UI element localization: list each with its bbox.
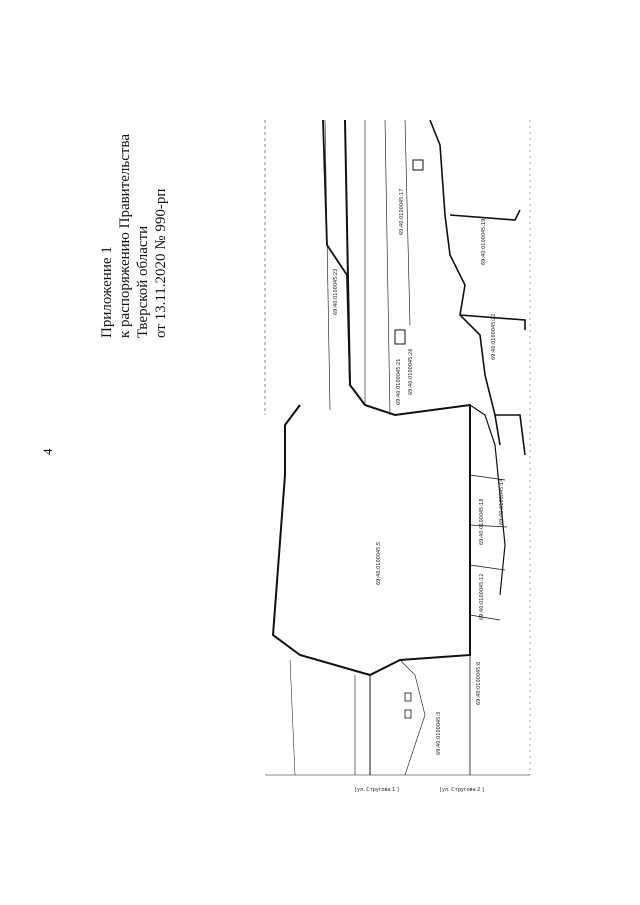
building-outline (404, 692, 412, 702)
parcel-label: 69:40:0100045:12 (479, 574, 485, 620)
parcel-label: 69:40:0100045:6 (476, 662, 482, 705)
page-number: 4 (40, 448, 55, 456)
header-line-4: от 13.11.2020 № 990-рп (153, 188, 169, 338)
parcel-label: 69:40:0100045:18 (479, 499, 485, 545)
road-line (399, 659, 426, 776)
parcel-divider (469, 614, 501, 621)
road-line (384, 119, 391, 416)
edge-label: [ул. Стругова 1 ] (355, 787, 399, 793)
parcel-label: 69:40:0100045:23 (333, 269, 339, 315)
building-outline (404, 709, 412, 719)
road-line (289, 659, 296, 776)
parcel-outline-right (495, 414, 526, 456)
parcel-label: 69:40:0100045:19 (481, 219, 487, 265)
header-line-1: Приложение 1 (99, 246, 115, 338)
road-line (324, 119, 331, 411)
parcel-divider (469, 564, 506, 571)
header-line-3: Тверской области (135, 225, 151, 338)
parcel-outline-right (459, 314, 526, 330)
parcel-divider (469, 474, 506, 481)
appendix-header: Приложение 1 к распоряжению Правительств… (98, 78, 170, 338)
edge-label: [ул. Стругова 2 ] (440, 787, 484, 793)
parcel-outline-main (271, 119, 471, 677)
road-line (404, 119, 411, 326)
cadastral-plan-drawing: 69:40:0100045:23 69:40:0100045:21 69:40:… (264, 119, 531, 793)
parcel-outline-right (429, 119, 501, 446)
building-outline (412, 159, 424, 171)
parcel-label: 69:40:0100045:22 (491, 314, 497, 360)
parcel-label: 69:40:0100045:3 (436, 712, 442, 755)
parcel-label: 69:40:0100045:14 (499, 479, 505, 525)
parcel-divider (469, 524, 508, 528)
parcel-outline-right (469, 404, 506, 596)
parcel-outline-strip (322, 119, 351, 386)
header-line-2: к распоряжению Правительства (117, 133, 133, 338)
building-outline (394, 329, 406, 345)
parcel-label: 69:40:0100045:5 (376, 542, 382, 585)
cadastral-plan: 69:40:0100045:23 69:40:0100045:21 69:40:… (255, 115, 535, 805)
parcel-label: 69:40:0100045:26 (408, 349, 414, 395)
parcel-label: 69:40:0100045:17 (399, 189, 405, 235)
parcel-label: 69:40:0100045:21 (396, 359, 402, 405)
parcel-outline-right (449, 209, 521, 221)
